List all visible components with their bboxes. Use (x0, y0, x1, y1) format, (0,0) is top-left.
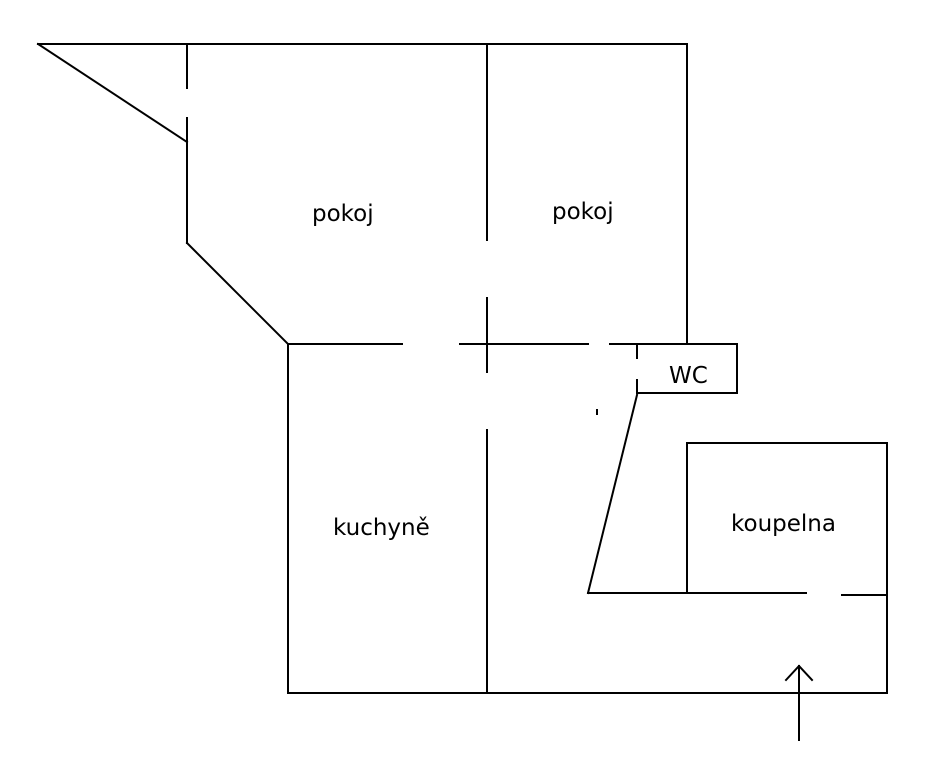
room-label-pokoj-1: pokoj (312, 201, 374, 227)
room-label-pokoj-2: pokoj (552, 199, 614, 225)
room-label-koupelna: koupelna (731, 511, 836, 537)
wall-group-south (287, 343, 888, 694)
wall-group-north (36, 42, 688, 346)
wall-slant-nw (36, 42, 189, 144)
room-label-kuchyne: kuchyně (333, 515, 430, 541)
wall-group-bathroom (686, 442, 888, 694)
wall-slant-sw (185, 241, 290, 346)
room-label-wc: WC (669, 363, 708, 389)
wall-group-wc (636, 343, 738, 394)
wall-group-corridor (287, 343, 738, 415)
wall-hall-slant (586, 393, 639, 595)
wall-group-hall (586, 393, 888, 596)
arrow-up-icon (784, 664, 814, 741)
